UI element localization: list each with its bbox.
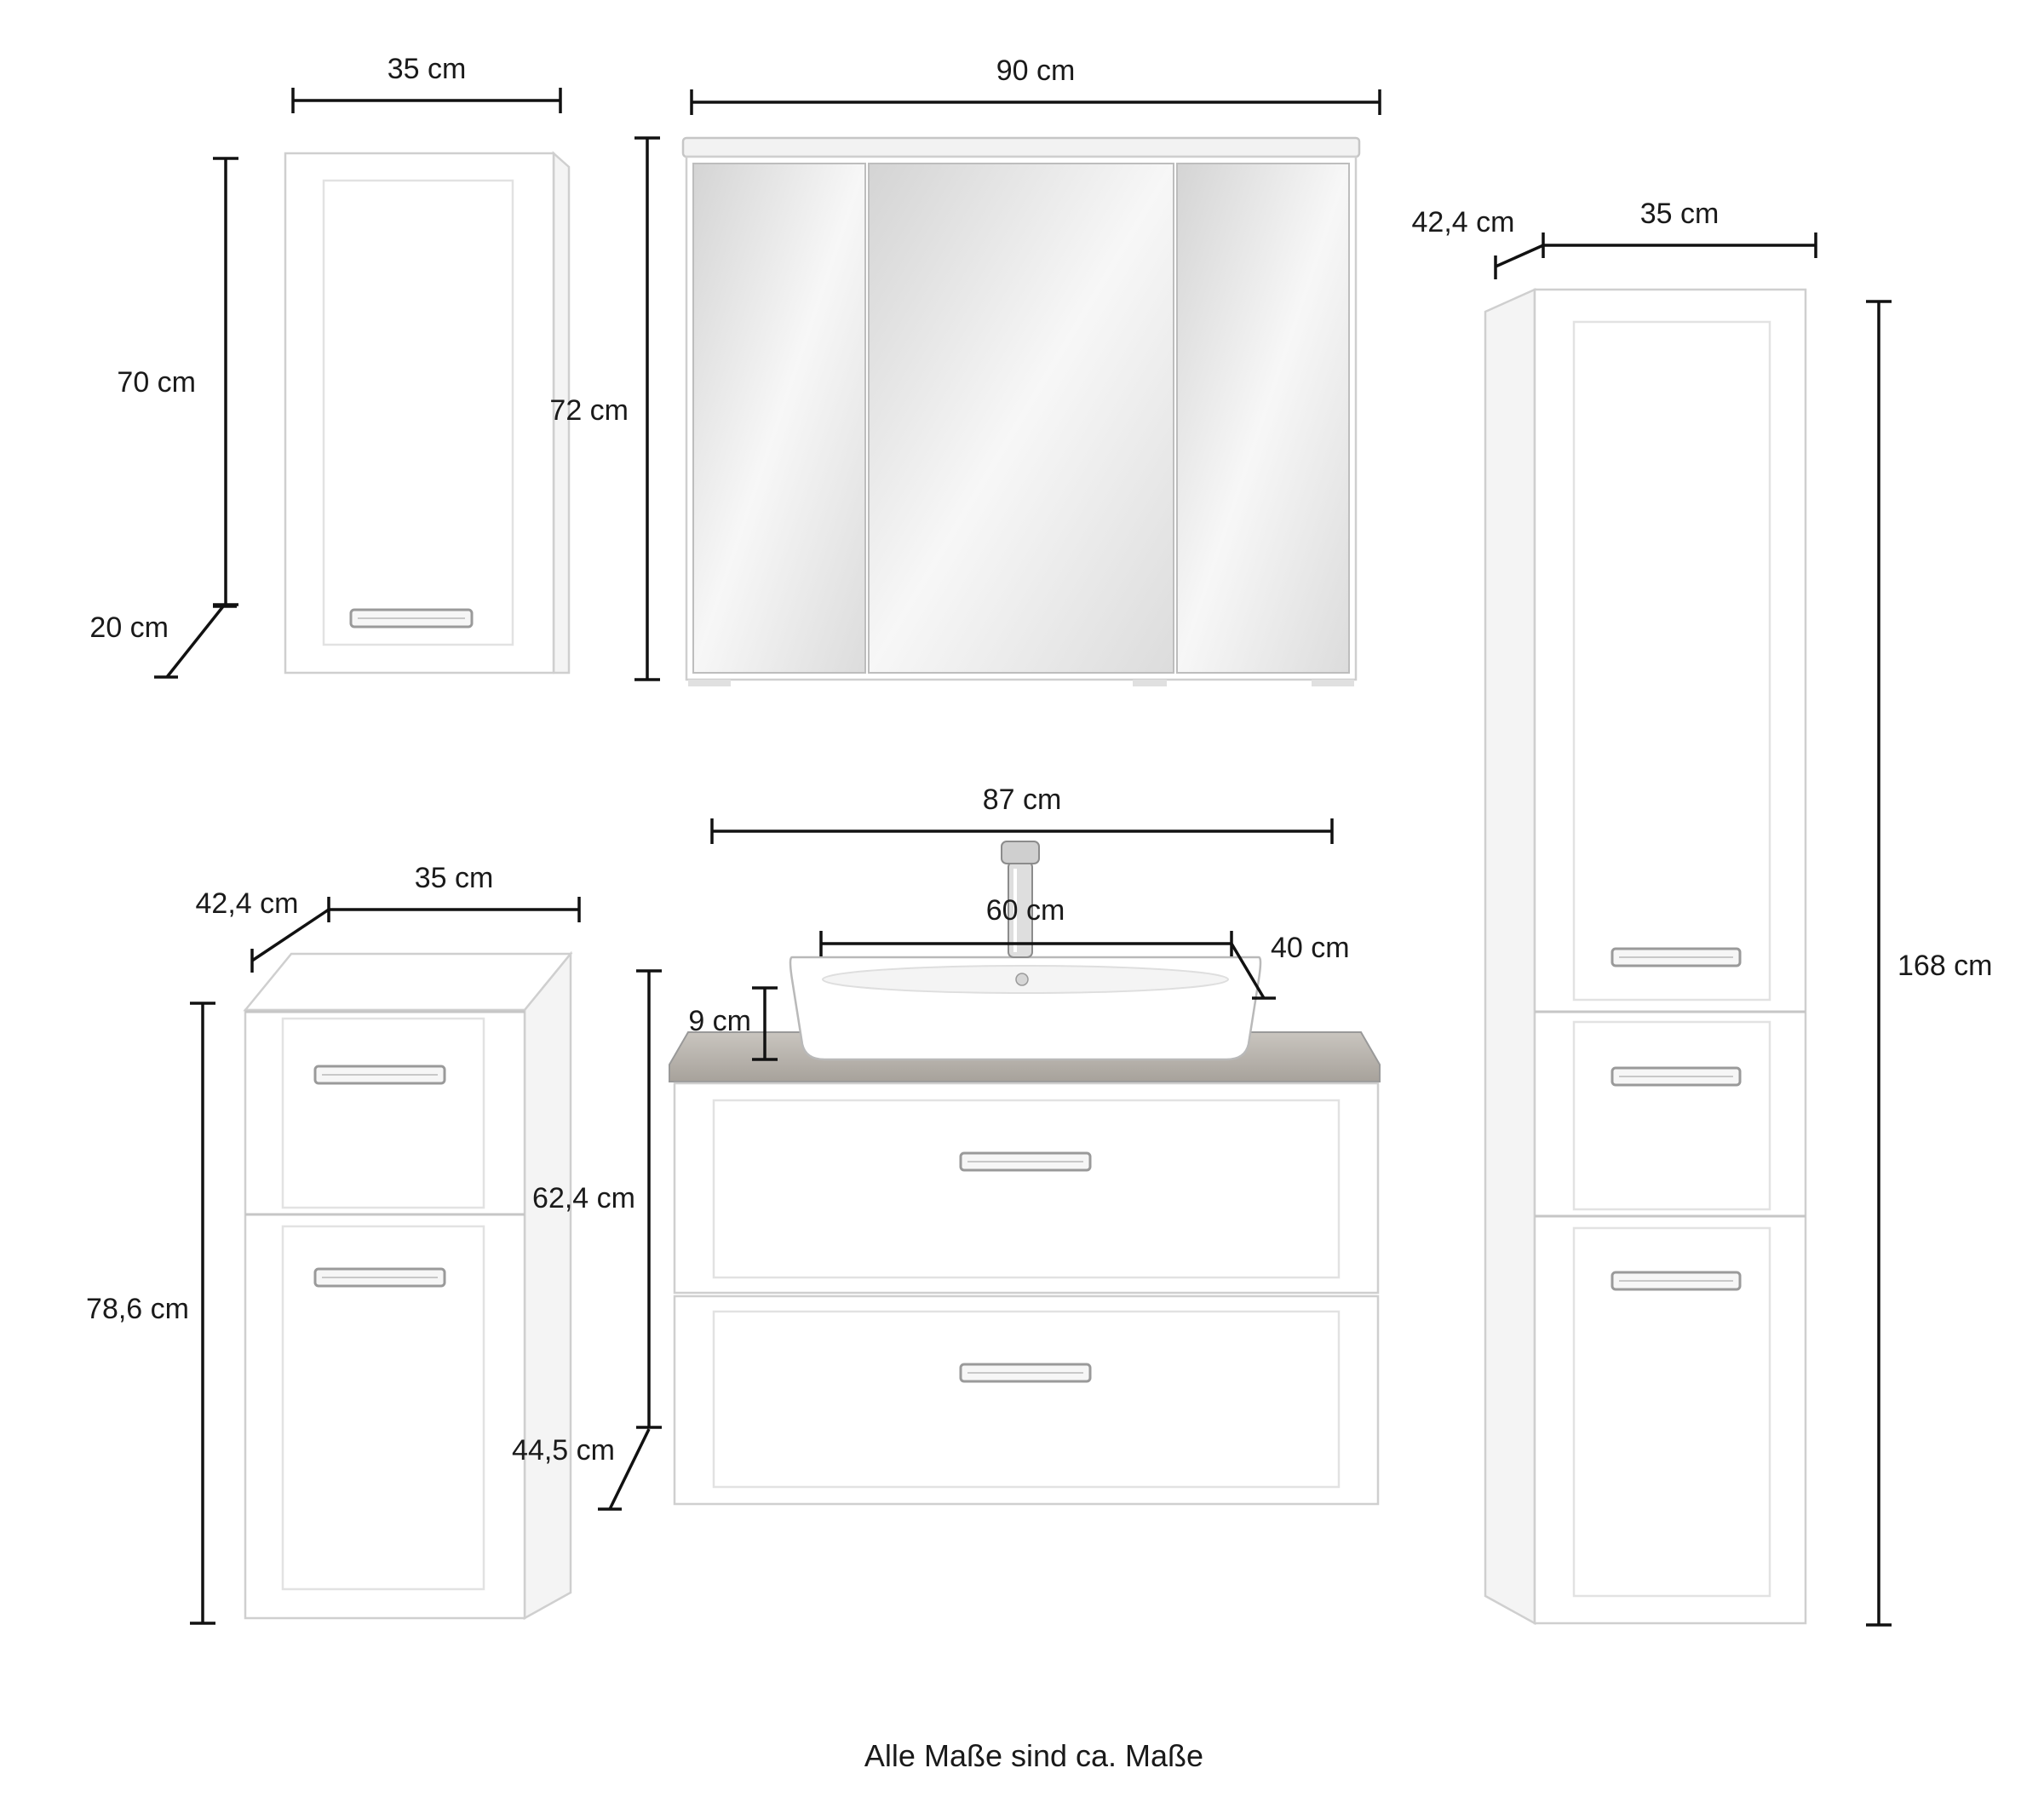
tall-cabinet-door-handle <box>1611 947 1742 967</box>
tall-cabinet-height-dimension: 168 cm <box>1866 300 1993 1627</box>
mirror-door-left <box>692 163 866 674</box>
basin-width-label: 60 cm <box>986 894 1065 927</box>
tall-cabinet-height-label: 168 cm <box>1898 950 1993 982</box>
basin-height-label: 9 cm <box>688 1005 751 1037</box>
vanity-width-dimension: 87 cm <box>710 784 1334 844</box>
wall-cabinet-handle <box>349 608 474 629</box>
side-cabinet-width-label: 35 cm <box>415 862 494 894</box>
tall-cabinet-width-label: 35 cm <box>1640 198 1720 230</box>
tall-cabinet-depth-dimension: 42,4 cm <box>1412 206 1544 279</box>
mirror-cabinet-width-label: 90 cm <box>996 55 1076 87</box>
basin-width-dimension: 60 cm <box>819 894 1233 956</box>
vanity-depth-dimension: 44,5 cm <box>512 1428 651 1511</box>
vanity-unit <box>669 1031 1381 1506</box>
wall-cabinet-depth-dimension: 20 cm <box>89 605 237 679</box>
side-cabinet-width-dimension: 35 cm <box>327 862 581 922</box>
wall-cabinet <box>284 151 571 675</box>
basin-depth-dimension: 40 cm <box>1230 932 1350 1000</box>
mirror-cabinet-light-strip <box>681 136 1361 158</box>
wall-cabinet-height-dimension: 70 cm <box>117 157 238 606</box>
side-cabinet <box>243 950 573 1621</box>
vanity-top-drawer-handle <box>959 1151 1092 1172</box>
vanity-width-label: 87 cm <box>983 784 1062 816</box>
approximate-dimensions-note: Alle Maße sind ca. Maße <box>864 1738 1203 1773</box>
mirror-cabinet <box>681 136 1361 686</box>
tall-cabinet-width-dimension: 35 cm <box>1542 198 1817 258</box>
side-cabinet-depth-dimension: 42,4 cm <box>196 887 330 973</box>
mirror-cabinet-width-dimension: 90 cm <box>690 55 1381 115</box>
faucet-icon <box>1001 841 1040 958</box>
side-cabinet-depth-label: 42,4 cm <box>196 887 299 920</box>
basin-height-dimension: 9 cm <box>688 986 778 1061</box>
basin-depth-label: 40 cm <box>1271 932 1350 964</box>
mirror-door-center <box>868 163 1174 674</box>
wall-cabinet-width-dimension: 35 cm <box>291 53 562 113</box>
side-cabinet-drawer-handle <box>313 1065 446 1085</box>
mirror-door-right <box>1176 163 1350 674</box>
washbasin <box>789 956 1262 1061</box>
wall-cabinet-height-label: 70 cm <box>117 366 196 399</box>
wall-cabinet-depth-label: 20 cm <box>89 611 169 644</box>
mirror-cabinet-height-dimension: 72 cm <box>549 136 660 681</box>
side-cabinet-height-dimension: 78,6 cm <box>86 1002 215 1625</box>
vanity-height-dimension: 62,4 cm <box>532 969 662 1429</box>
mirror-cabinet-height-label: 72 cm <box>549 394 629 427</box>
tall-cabinet <box>1484 288 1807 1626</box>
tall-cabinet-lower-handle <box>1611 1271 1742 1291</box>
side-cabinet-height-label: 78,6 cm <box>86 1293 189 1325</box>
vanity-height-label: 62,4 cm <box>532 1182 635 1214</box>
tall-cabinet-drawer-handle <box>1611 1066 1742 1087</box>
wall-cabinet-width-label: 35 cm <box>388 53 467 85</box>
vanity-bottom-drawer-handle <box>959 1363 1092 1383</box>
vanity-depth-label: 44,5 cm <box>512 1434 615 1467</box>
tall-cabinet-depth-label: 42,4 cm <box>1412 206 1515 238</box>
side-cabinet-door-handle <box>313 1267 446 1288</box>
